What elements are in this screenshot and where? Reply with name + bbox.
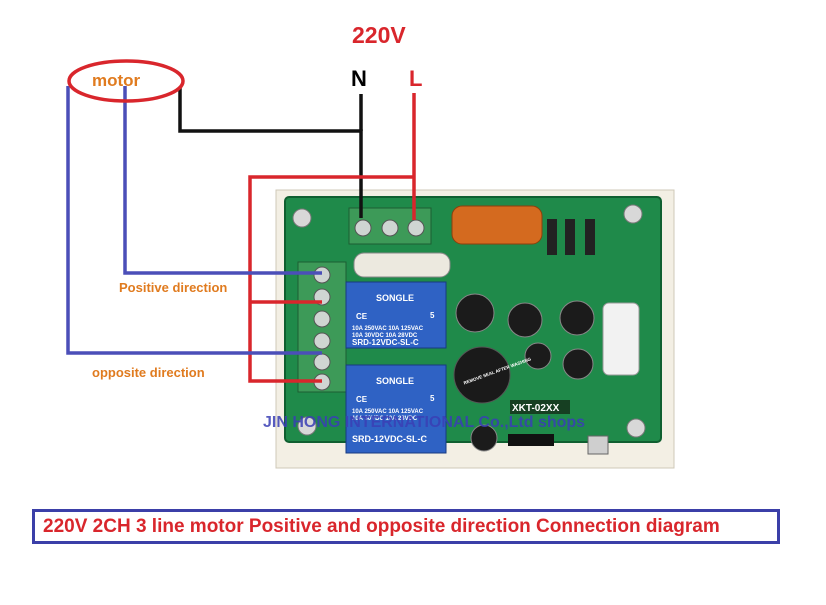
voltage-label: 220V [352,22,406,48]
opposite-direction-wire [66,86,322,355]
terminal-screw [313,353,331,371]
terminal-screw [354,219,372,237]
motor-label: motor [92,71,141,90]
mount-hole [297,416,317,436]
neutral-label: N [351,66,367,91]
terminal-screw [313,332,331,350]
diagram-caption: 220V 2CH 3 line motor Positive and oppos… [43,515,720,537]
relay-2-model: SRD-12VDC-SL-C [352,434,428,444]
relay-1-rating-1: 10A 250VAC 10A 125VAC [352,326,424,332]
relay-1-model: SRD-12VDC-SL-C [352,338,419,347]
learn-button [587,435,609,455]
relay-1-ce: CE [356,312,368,321]
diode [585,219,595,255]
film-capacitor [451,205,543,245]
mount-hole [292,208,312,228]
electrolytic-capacitor [559,300,595,336]
relay-2-rating-1: 10A 250VAC 10A 125VAC [352,409,424,415]
antenna-coil [602,302,640,376]
electrolytic-capacitor [470,424,498,452]
electrolytic-capacitor [562,348,594,380]
neutral-wire [178,88,363,218]
relay-1-pin: 5 [430,311,435,320]
relay-2 [345,364,447,454]
diode [547,219,557,255]
buzzer [453,346,511,404]
positive-direction-label: Positive direction [119,280,227,295]
terminal-screw [313,266,331,284]
power-resistor [353,252,451,278]
caption-box: 220V 2CH 3 line motor Positive and oppos… [32,509,780,544]
relay-1-brand: SONGLE [376,293,414,303]
board-chip [510,400,570,414]
relay-2-pin: 5 [430,394,435,403]
live-label: L [409,66,422,91]
relay-1 [345,281,447,349]
relay-2-rating-2: 10A 30VDC 10A 28VDC [352,416,418,422]
relay-1-rating-2: 10A 30VDC 10A 28VDC [352,333,418,339]
board-model-text: XKT-02XX [512,403,560,414]
electrolytic-capacitor [455,293,495,333]
live-wire-loop [248,175,414,383]
terminal-screw [313,310,331,328]
terminal-screw [381,219,399,237]
mount-hole [626,418,646,438]
positive-direction-wire [123,86,322,275]
relay-2-ce: CE [356,395,368,404]
electrolytic-capacitor [507,302,543,338]
diode [565,219,575,255]
motor-ellipse [67,59,185,103]
relay-2-brand: SONGLE [376,376,414,386]
mount-hole [623,204,643,224]
electrolytic-capacitor [524,342,552,370]
watermark-text: JIN HONG INTERNATIONAL Co.,Ltd shops [263,414,585,431]
terminal-screw [407,219,425,237]
opposite-direction-label: opposite direction [92,365,205,380]
jumper-header [508,434,554,446]
